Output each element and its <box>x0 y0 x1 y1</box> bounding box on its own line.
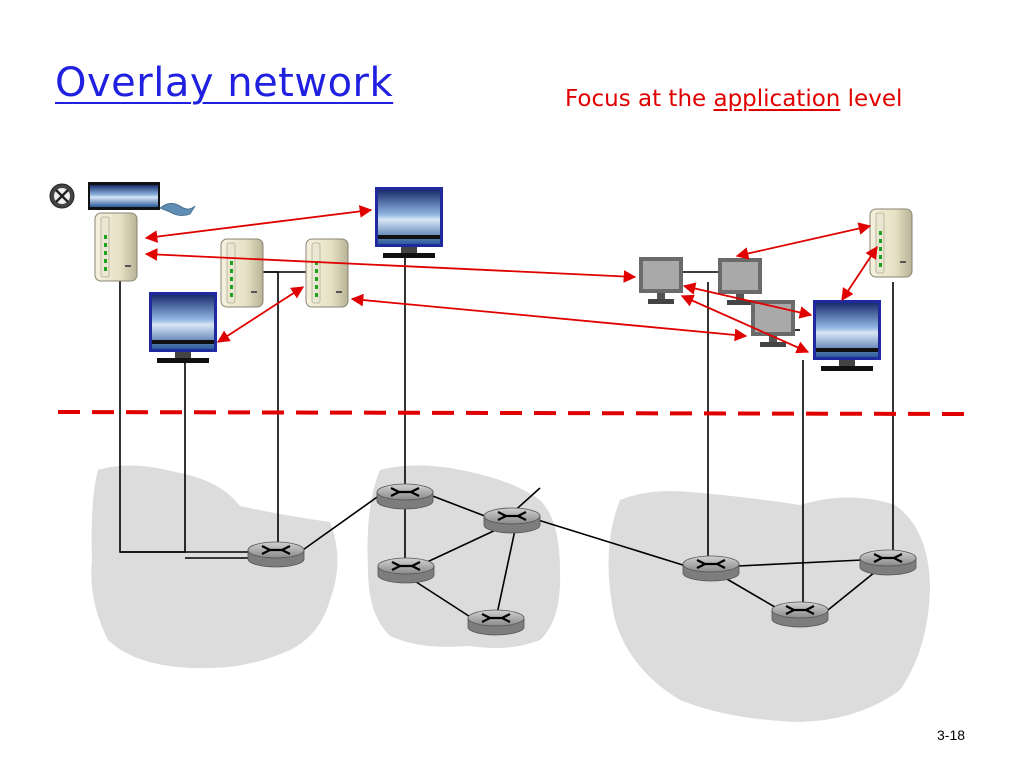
subtitle-suffix: level <box>840 86 903 112</box>
subtitle-prefix: Focus at the <box>565 86 714 112</box>
router-icon <box>858 548 918 577</box>
tower-server-icon <box>305 238 349 308</box>
subtitle-emphasis: application <box>713 86 841 112</box>
overlay-links <box>144 205 878 354</box>
slide-title: Overlay network <box>55 60 394 106</box>
lcd-monitor-icon <box>813 300 881 371</box>
router-icon <box>681 554 741 583</box>
tower-server-icon <box>869 208 913 278</box>
router-icon <box>375 482 435 511</box>
overlay-separator-line <box>57 410 966 416</box>
lcd-monitor-icon <box>149 292 217 363</box>
video-camera-icon <box>49 182 196 216</box>
router-icon <box>770 600 830 629</box>
tower-server-icon <box>220 238 264 308</box>
router-icon <box>482 506 542 535</box>
slide-number: 3-18 <box>937 727 966 743</box>
lcd-monitor-icon <box>375 187 443 258</box>
router-icon <box>466 608 526 637</box>
network-cloud-right <box>608 491 930 722</box>
tower-server-icon <box>94 212 138 282</box>
slide-subtitle: Focus at the application level <box>565 86 902 112</box>
network-cloud-left <box>91 465 338 669</box>
router-icon <box>246 540 306 569</box>
router-icon <box>376 556 436 585</box>
desktop-computer-icon <box>639 257 683 304</box>
access-links <box>119 250 894 608</box>
